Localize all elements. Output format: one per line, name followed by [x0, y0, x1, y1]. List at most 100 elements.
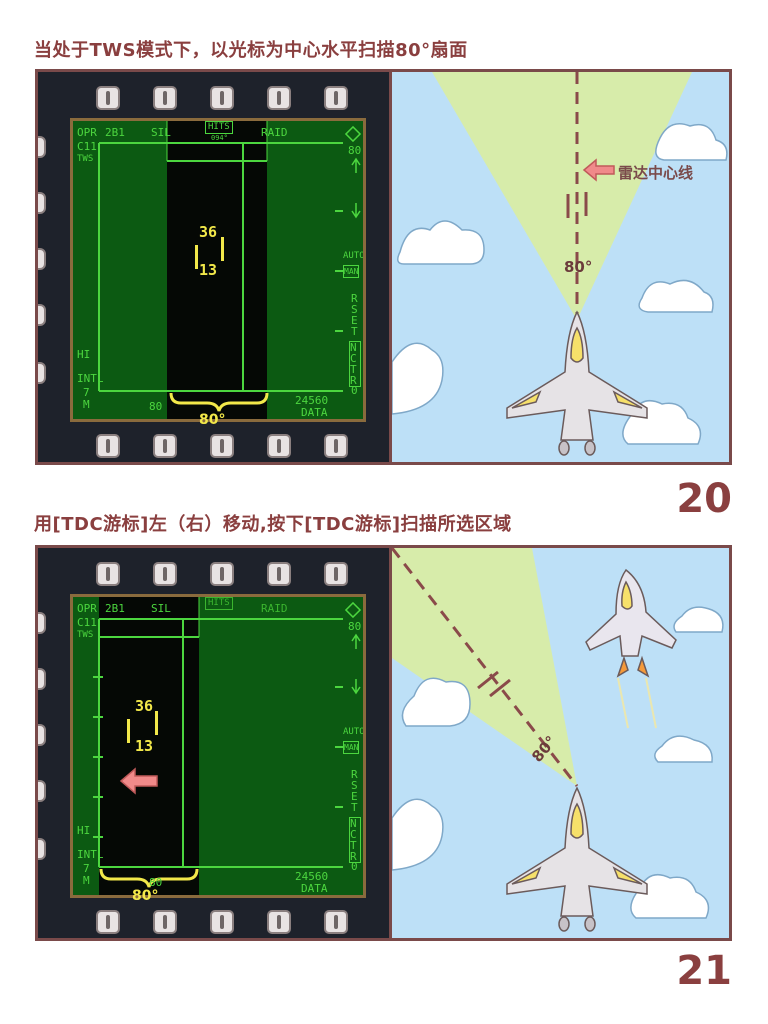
osb-button[interactable]: [267, 910, 291, 934]
osb-row-bottom: [96, 434, 348, 458]
arrow-left-icon: [119, 767, 158, 795]
mfd-bezel: OPR 2B1 SIL HITS 094° RAID C11 TWS HI IN…: [38, 72, 392, 462]
label-bottom-80: 80: [149, 876, 163, 889]
label-hi: HI: [77, 824, 91, 837]
label-man: MAN: [343, 265, 360, 278]
mfd-bezel: OPR 2B1 SIL HITS RAID C11 TWS HI INTL 7 …: [38, 548, 392, 938]
target-bar-right: [221, 237, 224, 261]
sector-angle-label: 80°: [564, 258, 593, 276]
label-tws: TWS: [77, 630, 94, 640]
label-auto: AUTO: [343, 251, 365, 261]
label-2b1: 2B1: [105, 602, 125, 615]
osb-row-top: [96, 86, 348, 110]
label-hits: HITS: [205, 597, 233, 610]
radar-grid: [98, 121, 362, 412]
label-opr: OPR: [77, 126, 97, 139]
scan-sector-diagram: [392, 72, 728, 456]
label-intl: INTL: [77, 372, 104, 385]
panel-20: OPR 2B1 SIL HITS 094° RAID C11 TWS HI IN…: [35, 69, 732, 465]
osb-button[interactable]: [210, 434, 234, 458]
label-rset: RSET: [351, 768, 358, 814]
scan-sector-diagram: [392, 548, 724, 932]
scan-angle-label: 80°: [132, 888, 159, 904]
label-auto: AUTO: [343, 727, 365, 737]
osb-button[interactable]: [210, 910, 234, 934]
label-heading: 094°: [211, 134, 228, 142]
radar-screen: OPR 2B1 SIL HITS 094° RAID C11 TWS HI IN…: [70, 118, 366, 422]
osb-button[interactable]: [153, 562, 177, 586]
label-zero: 0: [351, 384, 358, 397]
label-tws: TWS: [77, 154, 94, 164]
osb-button[interactable]: [267, 562, 291, 586]
page-number-21: 21: [676, 948, 732, 994]
radar-screen: OPR 2B1 SIL HITS RAID C11 TWS HI INTL 7 …: [70, 594, 366, 898]
osb-side-button[interactable]: [38, 668, 46, 690]
osb-row-top: [96, 562, 348, 586]
label-2b1: 2B1: [105, 126, 125, 139]
osb-button[interactable]: [96, 86, 120, 110]
target-speed: 13: [135, 737, 154, 755]
target-bar-right: [155, 711, 158, 735]
radar-grid: [93, 597, 362, 888]
osb-side-button[interactable]: [38, 192, 46, 214]
label-m: M: [83, 874, 90, 887]
label-c11: C11: [77, 616, 97, 629]
osb-side-button[interactable]: [38, 362, 46, 384]
scan-area: [167, 121, 267, 419]
radar-centerline-callout: 雷达中心线: [618, 164, 694, 182]
osb-side-button[interactable]: [38, 612, 46, 634]
label-nctr: NCTR: [349, 341, 361, 387]
osb-side-button[interactable]: [38, 838, 46, 860]
osb-button[interactable]: [96, 434, 120, 458]
jet-icon: [585, 568, 677, 729]
osb-button[interactable]: [324, 562, 348, 586]
osb-button[interactable]: [267, 434, 291, 458]
label-man: MAN: [343, 741, 360, 754]
label-bottom-80: 80: [149, 400, 163, 413]
page-number-20: 20: [676, 476, 732, 522]
osb-button[interactable]: [324, 434, 348, 458]
label-c11: C11: [77, 140, 97, 153]
osb-side-button[interactable]: [38, 136, 46, 158]
label-m: M: [83, 398, 90, 411]
target-bar-left: [127, 719, 130, 743]
label-opr: OPR: [77, 602, 97, 615]
osb-row-bottom: [96, 910, 348, 934]
cloud-icon: [392, 606, 724, 919]
osb-side-button[interactable]: [38, 780, 46, 802]
label-hi: HI: [77, 348, 91, 361]
osb-button[interactable]: [210, 562, 234, 586]
label-sil: SIL: [151, 126, 171, 139]
osb-button[interactable]: [324, 910, 348, 934]
target-speed: 13: [199, 261, 218, 279]
osb-button[interactable]: [153, 434, 177, 458]
label-sil: SIL: [151, 602, 171, 615]
osb-button[interactable]: [153, 86, 177, 110]
sky-view: 80°: [392, 548, 729, 938]
osb-side-button[interactable]: [38, 724, 46, 746]
jet-icon: [506, 310, 648, 456]
caption-panel-21: 用[TDC游标]左（右）移动,按下[TDC游标]扫描所选区域: [34, 514, 512, 535]
cloud-icon: [392, 123, 728, 445]
target-bar-left: [195, 245, 198, 269]
osb-button[interactable]: [153, 910, 177, 934]
osb-button[interactable]: [324, 86, 348, 110]
jet-icon: [506, 786, 648, 932]
label-hits: HITS: [205, 121, 233, 134]
sky-view: 雷达中心线 80°: [392, 72, 729, 462]
osb-button[interactable]: [96, 910, 120, 934]
osb-side-button[interactable]: [38, 248, 46, 270]
caption-panel-20: 当处于TWS模式下，以光标为中心水平扫描80°扇面: [34, 40, 468, 61]
osb-side-button[interactable]: [38, 304, 46, 326]
label-nctr: NCTR: [349, 817, 361, 863]
label-altitude: 24560: [295, 870, 329, 883]
panel-21: OPR 2B1 SIL HITS RAID C11 TWS HI INTL 7 …: [35, 545, 732, 941]
label-raid: RAID: [261, 602, 288, 615]
label-data: DATA: [301, 882, 328, 895]
target-altitude: 36: [135, 697, 154, 715]
osb-button[interactable]: [96, 562, 120, 586]
label-raid: RAID: [261, 126, 288, 139]
osb-button[interactable]: [210, 86, 234, 110]
osb-button[interactable]: [267, 86, 291, 110]
label-altitude: 24560: [295, 394, 329, 407]
